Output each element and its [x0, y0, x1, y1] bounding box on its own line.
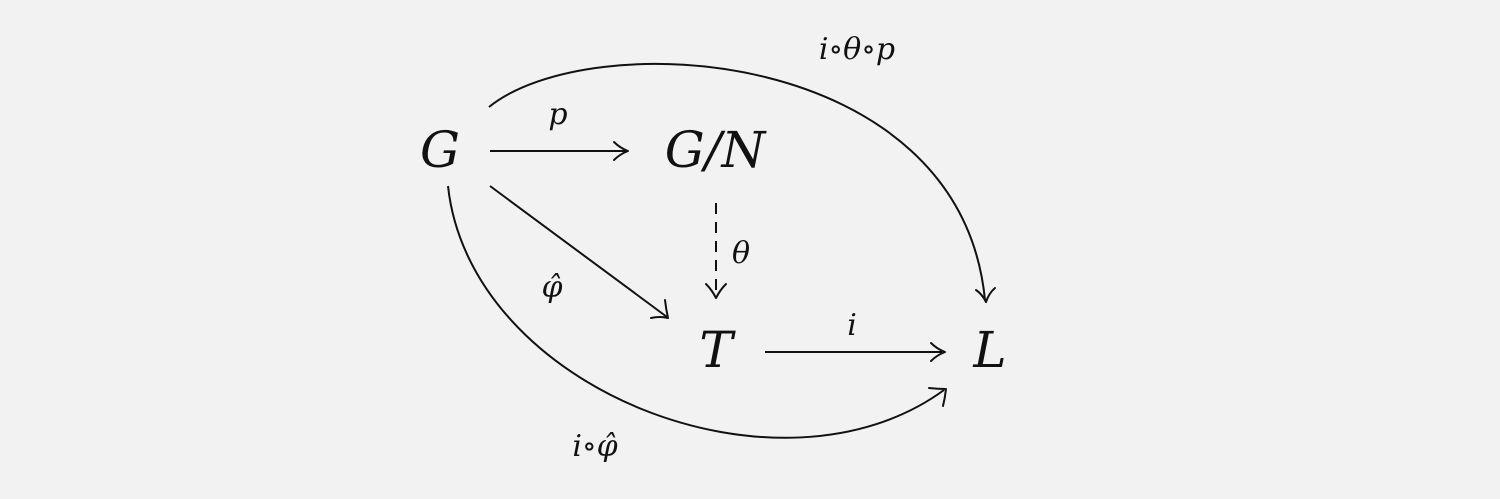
- label-i-theta-p: i∘θ∘p: [819, 32, 895, 67]
- label-p: p: [548, 97, 567, 132]
- arrow-i-phi-hat: [447, 185, 947, 439]
- label-theta: θ: [732, 236, 750, 271]
- node-l: L: [972, 321, 1006, 379]
- node-g-mod-n: G/N: [665, 121, 768, 179]
- arrow-theta: [705, 203, 727, 299]
- node-t: T: [699, 321, 736, 379]
- arrow-phi-hat: [489, 185, 669, 319]
- node-g: G: [420, 121, 460, 179]
- label-i: i: [847, 308, 857, 343]
- arrow-i-theta-p: [488, 62, 996, 303]
- arrow-p: [490, 141, 629, 161]
- label-i-phi-hat: i∘φ̂: [572, 429, 617, 464]
- label-phi-hat: φ̂: [541, 270, 562, 305]
- arrow-i: [765, 342, 946, 362]
